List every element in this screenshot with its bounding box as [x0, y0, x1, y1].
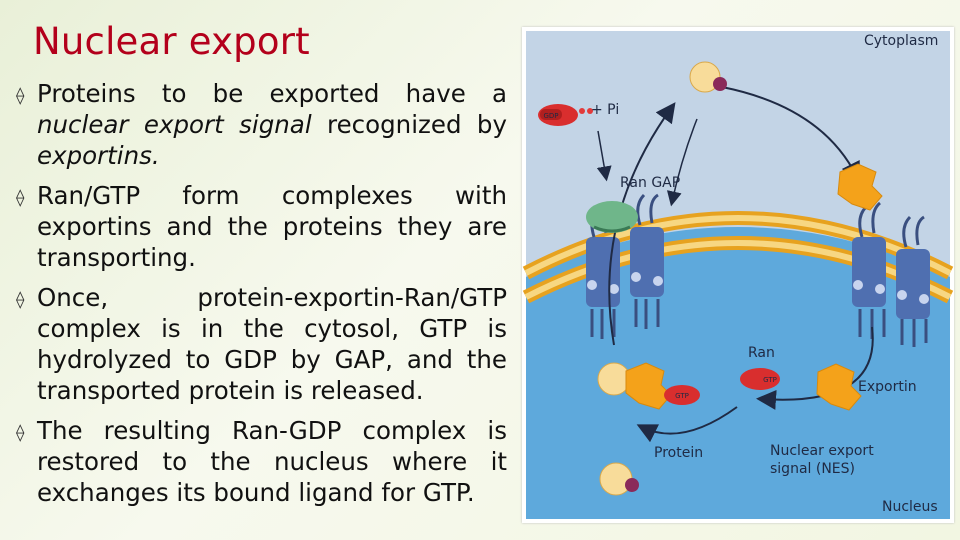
exportin-top-right	[837, 163, 883, 211]
complex-arrow-left	[636, 406, 738, 443]
bullet-diamond-icon: ⟠	[16, 188, 25, 208]
bullet-item: ⟠ Once, protein-exportin-Ran/GTP complex…	[14, 282, 507, 406]
phosphate-label: + Pi	[591, 102, 619, 118]
gdp-tag: GDP	[543, 112, 558, 120]
nes-label-line1: Nuclear export	[770, 443, 874, 459]
bullet-diamond-icon: ⟠	[16, 423, 25, 443]
ran-gap-protein	[586, 201, 638, 233]
bullet-text: Once, protein-exportin-Ran/GTP complex i…	[37, 283, 507, 405]
nuclear-export-diagram: GDP + Pi GTP GTP Cytoplas	[522, 27, 954, 523]
exportin-protein-complex: GTP	[597, 362, 700, 410]
bullet-text: recognized by	[311, 110, 507, 139]
bullet-list: ⟠ Proteins to be exported have a nuclear…	[14, 78, 507, 517]
bullet-diamond-icon: ⟠	[16, 86, 25, 106]
ran-gap-label: Ran GAP	[620, 175, 680, 191]
nuclear-pore-right	[852, 201, 930, 347]
ran-gtp-nucleus: GTP	[740, 368, 780, 390]
bullet-text-italic: exportins.	[37, 141, 160, 170]
recycle-arrow-right	[721, 86, 860, 183]
gap-arrow	[666, 118, 698, 207]
nes-label-line2: signal (NES)	[770, 461, 855, 477]
bullet-item: ⟠ The resulting Ran-GDP complex is resto…	[14, 415, 507, 508]
nuclear-pore-left	[586, 193, 664, 339]
protein-nucleus	[599, 462, 639, 496]
bullet-item: ⟠ Proteins to be exported have a nuclear…	[14, 78, 507, 171]
outer-membrane-inner	[524, 215, 952, 276]
bullet-text-italic: nuclear export signal	[37, 110, 312, 139]
nucleus-label: Nucleus	[882, 499, 938, 515]
ran-gdp-complex: GDP	[538, 104, 593, 126]
inner-membrane-inner	[524, 240, 952, 300]
ran-label: Ran	[748, 345, 775, 361]
bullet-text: The resulting Ran-GDP complex is restore…	[37, 416, 507, 507]
nucleus-region	[526, 227, 950, 519]
gtp-tag-complex: GTP	[675, 392, 689, 400]
bullet-text: Proteins to be exported have a	[37, 79, 507, 108]
cytoplasm-label: Cytoplasm	[864, 33, 938, 49]
exportin-label: Exportin	[858, 379, 917, 395]
gtp-tag-ran: GTP	[763, 376, 777, 384]
slide-title: Nuclear export	[33, 20, 310, 63]
bullet-text: Ran/GTP form complexes with exportins an…	[37, 181, 507, 272]
bullet-item: ⟠ Ran/GTP form complexes with exportins …	[14, 180, 507, 273]
exportin-nucleus	[816, 363, 862, 411]
diagram-svg: GDP + Pi GTP GTP Cytoplas	[522, 31, 954, 519]
bullet-diamond-icon: ⟠	[16, 290, 25, 310]
protein-label: Protein	[654, 445, 703, 461]
released-protein-top	[689, 61, 727, 93]
gdp-arrow	[596, 130, 612, 182]
